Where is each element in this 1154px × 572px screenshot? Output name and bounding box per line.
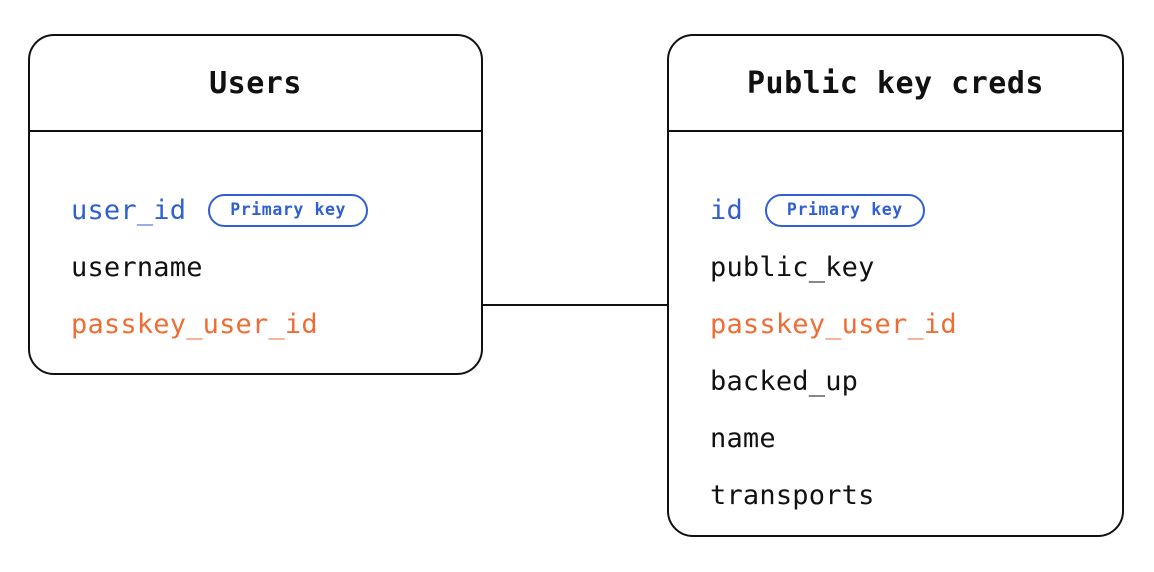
- primary-key-badge: Primary key: [208, 193, 369, 228]
- entity-users-field-list: user_id Primary key username passkey_use…: [30, 130, 481, 373]
- entity-public-key-creds-title: Public key creds: [747, 65, 1044, 101]
- entity-public-key-creds[interactable]: Public key creds id Primary key public_k…: [667, 34, 1124, 537]
- field-name-username: username: [71, 252, 203, 283]
- primary-key-badge: Primary key: [764, 193, 925, 228]
- entity-users-title: Users: [209, 65, 302, 101]
- field-row[interactable]: passkey_user_id: [71, 296, 481, 353]
- field-name-user-id: user_id: [71, 195, 187, 226]
- entity-users-header-divider: [30, 130, 481, 132]
- field-name-name: name: [710, 423, 776, 454]
- field-row[interactable]: public_key: [710, 239, 1122, 296]
- entity-public-key-creds-field-list: id Primary key public_key passkey_user_i…: [669, 130, 1122, 535]
- entity-users[interactable]: Users user_id Primary key username passk…: [28, 34, 483, 375]
- field-row[interactable]: user_id Primary key: [71, 182, 481, 239]
- field-name-passkey-user-id: passkey_user_id: [71, 309, 318, 340]
- field-name-transports: transports: [710, 480, 875, 511]
- field-row[interactable]: transports: [710, 467, 1122, 524]
- field-name-public-key: public_key: [710, 252, 875, 283]
- field-row[interactable]: name: [710, 410, 1122, 467]
- field-row[interactable]: username: [71, 239, 481, 296]
- field-row[interactable]: passkey_user_id: [710, 296, 1122, 353]
- field-row[interactable]: backed_up: [710, 353, 1122, 410]
- field-name-id: id: [710, 195, 743, 226]
- field-name-passkey-user-id: passkey_user_id: [710, 309, 957, 340]
- relationship-connector-line: [481, 304, 669, 306]
- field-row[interactable]: id Primary key: [710, 182, 1122, 239]
- entity-public-key-creds-header-divider: [669, 130, 1122, 132]
- field-name-backed-up: backed_up: [710, 366, 859, 397]
